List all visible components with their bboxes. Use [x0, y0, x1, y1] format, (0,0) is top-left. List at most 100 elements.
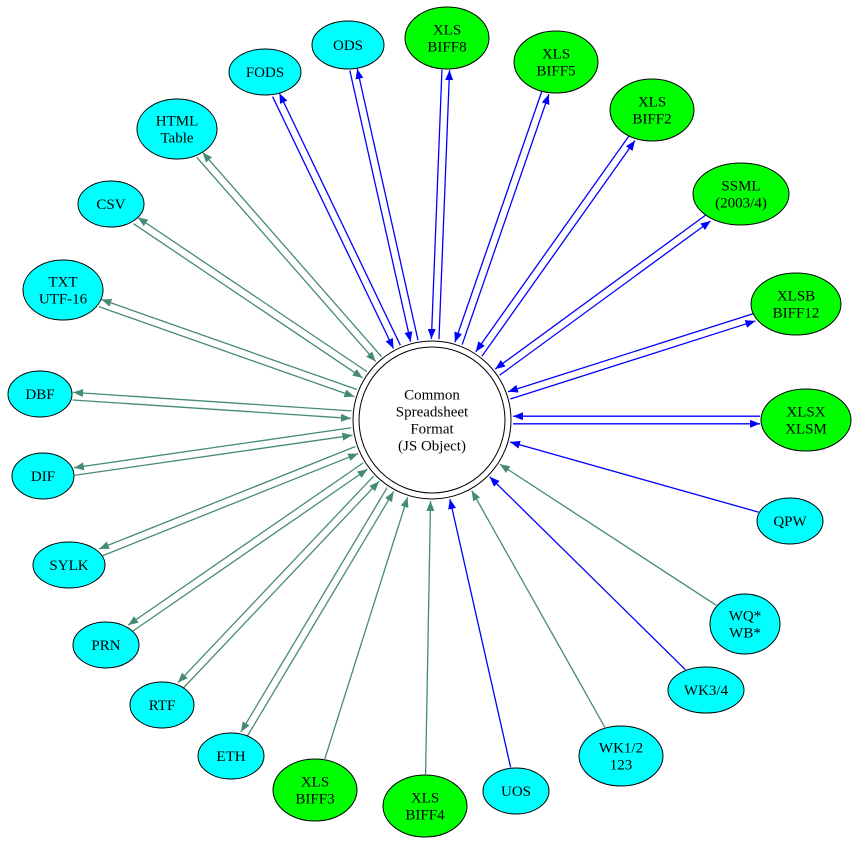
edge-xls-biff3-to-center	[324, 497, 409, 760]
node-csv: CSV	[77, 180, 145, 228]
edge-html-table-from-center	[201, 151, 382, 358]
edge-eth-to-center	[246, 491, 395, 737]
edge-xls-biff8-to-center	[427, 69, 443, 339]
node-uos-label: UOS	[501, 784, 531, 800]
edge-xls-biff4	[424, 500, 435, 775]
edge-dif-to-center	[74, 432, 353, 476]
node-dbf: DBF	[7, 370, 73, 418]
edge-prn	[127, 462, 368, 632]
node-xlsx-xlsm-ellipse	[760, 388, 852, 452]
edge-csv	[133, 216, 368, 379]
node-xls-biff8-ellipse	[404, 6, 490, 70]
edge-csv-to-center	[133, 223, 364, 379]
edge-rtf-to-center	[182, 480, 380, 689]
node-csv-label: CSV	[96, 197, 125, 213]
edge-xls-biff5	[454, 91, 550, 345]
node-prn: PRN	[72, 621, 140, 669]
edge-xlsb-biff12	[507, 313, 756, 400]
edge-txt-utf16-to-center	[98, 306, 355, 398]
edge-wq-wb	[499, 463, 717, 606]
node-sylk-ellipse	[32, 541, 106, 589]
edge-qpw	[509, 440, 759, 513]
edge-prn-from-center	[127, 462, 364, 626]
edge-xls-biff4-to-center	[424, 500, 435, 775]
node-ssml: SSML(2003/4)	[692, 162, 790, 226]
edge-xls-biff5-from-center	[461, 94, 550, 345]
edge-fods-from-center	[278, 92, 401, 346]
edge-xls-biff8	[427, 69, 454, 340]
edge-dbf-from-center	[73, 389, 352, 412]
node-ssml-label: SSML(2003/4)	[715, 179, 767, 212]
edge-sylk	[98, 445, 359, 557]
node-wk12-123-ellipse	[578, 725, 664, 787]
edge-ods-to-center	[349, 70, 413, 342]
node-wq-wb-label: WQ*WB*	[729, 609, 762, 642]
node-html-table-ellipse	[136, 98, 218, 160]
node-wk34-ellipse	[667, 666, 745, 714]
edge-ssml	[494, 214, 712, 376]
edge-ods-from-center	[355, 68, 419, 341]
edge-wq-wb-to-center	[499, 463, 717, 606]
node-eth-ellipse	[197, 732, 265, 780]
node-rtf-label: RTF	[149, 698, 176, 714]
edge-prn-to-center	[132, 468, 368, 632]
node-xls-biff3-ellipse	[272, 758, 358, 822]
edge-xlsb-biff12-from-center	[510, 320, 756, 400]
edge-wk12-123-to-center	[471, 490, 606, 728]
node-sylk-label: SYLK	[49, 558, 88, 574]
node-fods-label: FODS	[246, 65, 284, 81]
edge-html-table	[196, 151, 382, 363]
node-eth: ETH	[197, 732, 265, 780]
node-prn-ellipse	[72, 621, 140, 669]
edge-rtf	[177, 475, 380, 689]
node-wq-wb: WQ*WB*	[709, 593, 781, 655]
edge-fods-to-center	[271, 96, 395, 349]
node-ods-label: ODS	[333, 38, 363, 54]
node-uos: UOS	[482, 767, 550, 815]
edge-dbf	[72, 389, 352, 422]
edge-xlsx-xlsm	[513, 412, 760, 428]
edge-xlsb-biff12-to-center	[507, 313, 754, 393]
edge-wk34	[489, 476, 686, 671]
node-qpw-ellipse	[756, 497, 824, 545]
edge-html-table-to-center	[196, 156, 377, 363]
edge-xls-biff2	[475, 135, 636, 357]
center-inner-circle	[358, 346, 506, 494]
edge-ods	[349, 68, 419, 342]
edge-ssml-to-center	[494, 214, 707, 370]
edge-xls-biff2-from-center	[481, 140, 636, 357]
node-fods-ellipse	[228, 48, 302, 96]
node-uos-ellipse	[482, 767, 550, 815]
edge-fods	[271, 92, 401, 349]
edge-eth-from-center	[240, 487, 388, 733]
node-dif-ellipse	[11, 452, 75, 500]
node-dif: DIF	[11, 452, 75, 500]
edge-xls-biff5-to-center	[454, 91, 543, 343]
node-ssml-ellipse	[692, 162, 790, 226]
center-outer-circle	[352, 340, 512, 500]
node-fods: FODS	[228, 48, 302, 96]
edge-txt-utf16	[98, 298, 358, 398]
edge-eth	[240, 487, 395, 737]
